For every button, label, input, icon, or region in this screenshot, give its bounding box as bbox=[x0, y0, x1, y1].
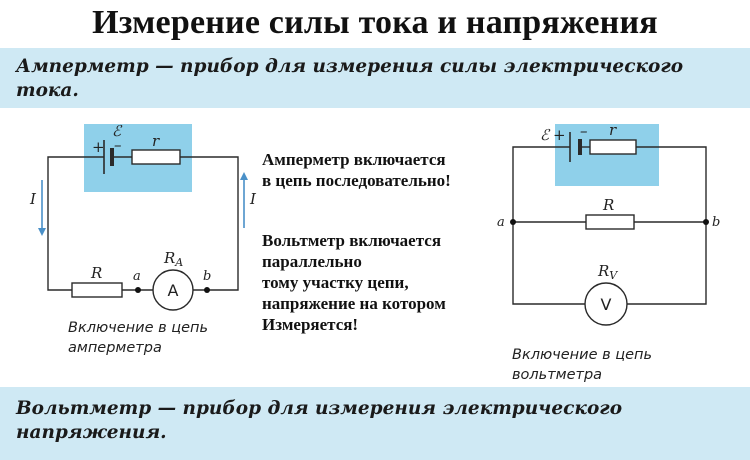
ammeter-note-line: в цепь последовательно! bbox=[262, 171, 451, 190]
node-b bbox=[703, 219, 709, 225]
internal-resistance bbox=[131, 149, 181, 165]
node-a-label: a bbox=[497, 215, 505, 230]
resistor-r bbox=[585, 214, 635, 230]
ammeter-name-sub: A bbox=[174, 256, 183, 269]
wire-branch-right bbox=[627, 222, 707, 305]
node-b-label: b bbox=[712, 215, 720, 230]
internal-r-label: r bbox=[152, 132, 160, 150]
node-a-label: a bbox=[133, 269, 141, 284]
voltmeter-circuit: ℰ + – r R RV V a b bbox=[497, 121, 720, 326]
caption-line: Включение в цепь bbox=[68, 320, 209, 336]
plus-sign: + bbox=[553, 126, 566, 144]
caption-line: амперметра bbox=[68, 340, 162, 356]
resistor-r bbox=[71, 282, 123, 298]
voltmeter-note-line: Вольтметр включается bbox=[262, 231, 442, 250]
voltmeter-name-main: R bbox=[597, 262, 609, 280]
node-a bbox=[135, 287, 141, 293]
voltmeter-note-line: Измеряется! bbox=[262, 315, 359, 334]
left-diagram-caption: Включение в цепь амперметра bbox=[68, 318, 258, 358]
voltmeter-note-line: тому участку цепи, bbox=[262, 273, 409, 292]
minus-sign: – bbox=[580, 122, 588, 140]
resistor-label: R bbox=[602, 196, 614, 214]
voltmeter-name-label: RV bbox=[597, 262, 618, 282]
plus-sign: + bbox=[92, 138, 105, 156]
voltmeter-name-sub: V bbox=[609, 269, 618, 282]
current-arrow-left bbox=[38, 180, 46, 236]
ammeter-definition: Амперметр — прибор для измерения силы эл… bbox=[16, 56, 684, 101]
emf-label: ℰ bbox=[540, 126, 551, 144]
minus-sign: – bbox=[114, 136, 122, 154]
battery-highlight bbox=[555, 124, 659, 186]
right-diagram-caption: Включение в цепь вольтметра bbox=[512, 345, 702, 385]
voltmeter-note-line: напряжение на котором bbox=[262, 294, 446, 313]
wire-right bbox=[636, 146, 707, 222]
node-b bbox=[204, 287, 210, 293]
page-title: Измерение силы тока и напряжения bbox=[92, 4, 658, 41]
ammeter-name-main: R bbox=[163, 249, 175, 267]
voltmeter-symbol bbox=[584, 282, 628, 326]
internal-r-label: r bbox=[609, 121, 617, 139]
voltmeter-letter: V bbox=[601, 295, 612, 314]
voltmeter-note: Вольтметр включается параллельно тому уч… bbox=[262, 230, 502, 335]
ammeter-circuit: ℰ + – r R RA A a b I I bbox=[29, 122, 257, 311]
node-b-label: b bbox=[203, 269, 211, 284]
caption-line: Включение в цепь bbox=[512, 347, 653, 363]
wire-branch-left bbox=[512, 222, 585, 305]
current-arrow-right bbox=[240, 172, 248, 228]
node-a bbox=[510, 219, 516, 225]
current-label-right: I bbox=[249, 190, 257, 208]
current-label-left: I bbox=[29, 190, 37, 208]
wire-right bbox=[180, 156, 239, 291]
ammeter-symbol bbox=[152, 269, 194, 311]
wire-left bbox=[512, 146, 570, 222]
voltmeter-definition: Вольтметр — прибор для измерения электри… bbox=[16, 398, 623, 443]
ammeter-note-line: Амперметр включается bbox=[262, 150, 446, 169]
caption-line: вольтметра bbox=[512, 367, 603, 383]
ammeter-definition-band bbox=[0, 48, 750, 108]
voltmeter-note-line: параллельно bbox=[262, 252, 362, 271]
emf-label: ℰ bbox=[112, 122, 123, 140]
resistor-label: R bbox=[90, 264, 102, 282]
wire-left bbox=[47, 156, 104, 291]
ammeter-note: Амперметр включается в цепь последовател… bbox=[262, 149, 502, 191]
ammeter-letter: A bbox=[168, 281, 179, 300]
internal-resistance bbox=[589, 139, 637, 155]
voltmeter-definition-band bbox=[0, 387, 750, 460]
ammeter-name-label: RA bbox=[163, 249, 183, 269]
